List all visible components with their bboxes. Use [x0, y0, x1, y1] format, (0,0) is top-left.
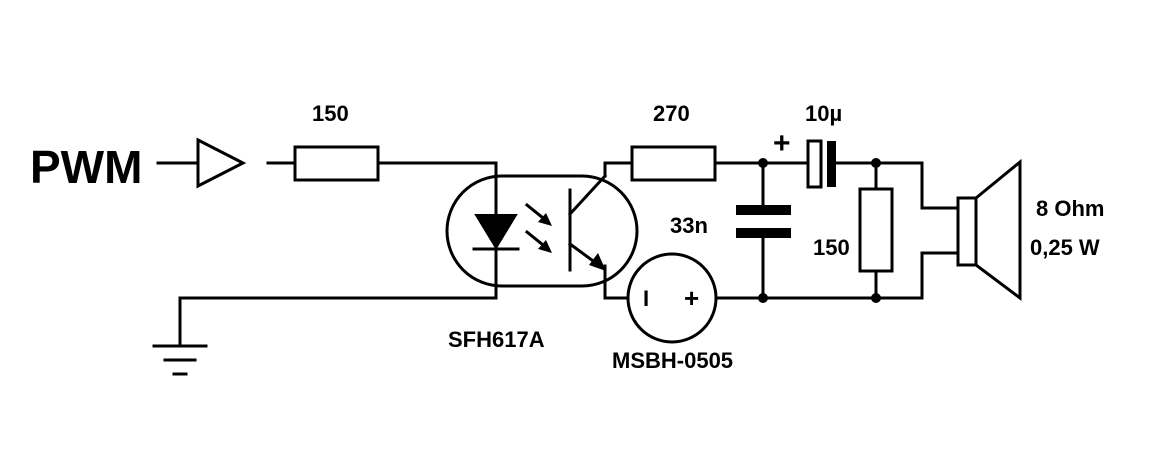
speaker-icon — [956, 158, 1022, 301]
wire-collector — [603, 161, 634, 178]
optocoupler-body — [445, 174, 639, 288]
cap-coupling-plate-negative — [827, 141, 836, 187]
dcdc-module — [626, 252, 718, 344]
cap-coupling-polarity: + — [773, 127, 791, 160]
buffer-symbol — [196, 137, 247, 189]
dcdc-plus-label: + — [684, 283, 699, 313]
resistor-load — [858, 187, 894, 273]
wire-bottom-rail — [714, 251, 960, 300]
cap-shunt-label: 33n — [670, 213, 708, 238]
wire-to-ground — [178, 284, 498, 347]
pwm-label: PWM — [30, 141, 142, 193]
light-arrows-icon — [524, 202, 552, 253]
cap-shunt-plate-bottom — [736, 228, 791, 238]
dcdc-minus-label: I — [643, 286, 649, 311]
led-symbol — [474, 214, 518, 250]
optocoupler-label: SFH617A — [448, 327, 545, 352]
ground-icon — [152, 344, 208, 376]
cap-coupling-plate-positive — [806, 139, 823, 189]
cap-coupling-label: 10µ — [805, 101, 842, 126]
resistor-input — [293, 145, 380, 182]
wire-top-rail — [834, 161, 960, 210]
resistor-series — [630, 145, 717, 182]
cap-shunt-plate-top — [736, 205, 791, 215]
junction-dot — [758, 293, 768, 303]
emitter-arrow — [589, 253, 606, 271]
junction-dot — [758, 158, 768, 168]
speaker-power-label: 0,25 W — [1030, 235, 1100, 260]
wire-to-led-anode — [376, 161, 498, 178]
wire-emitter — [603, 264, 630, 300]
resistor-load-label: 150 — [813, 235, 850, 260]
speaker-impedance-label: 8 Ohm — [1036, 196, 1104, 221]
transistor-collector — [567, 173, 608, 217]
resistor-input-label: 150 — [312, 101, 349, 126]
resistor-series-label: 270 — [653, 101, 690, 126]
dcdc-label: MSBH-0505 — [612, 348, 733, 373]
